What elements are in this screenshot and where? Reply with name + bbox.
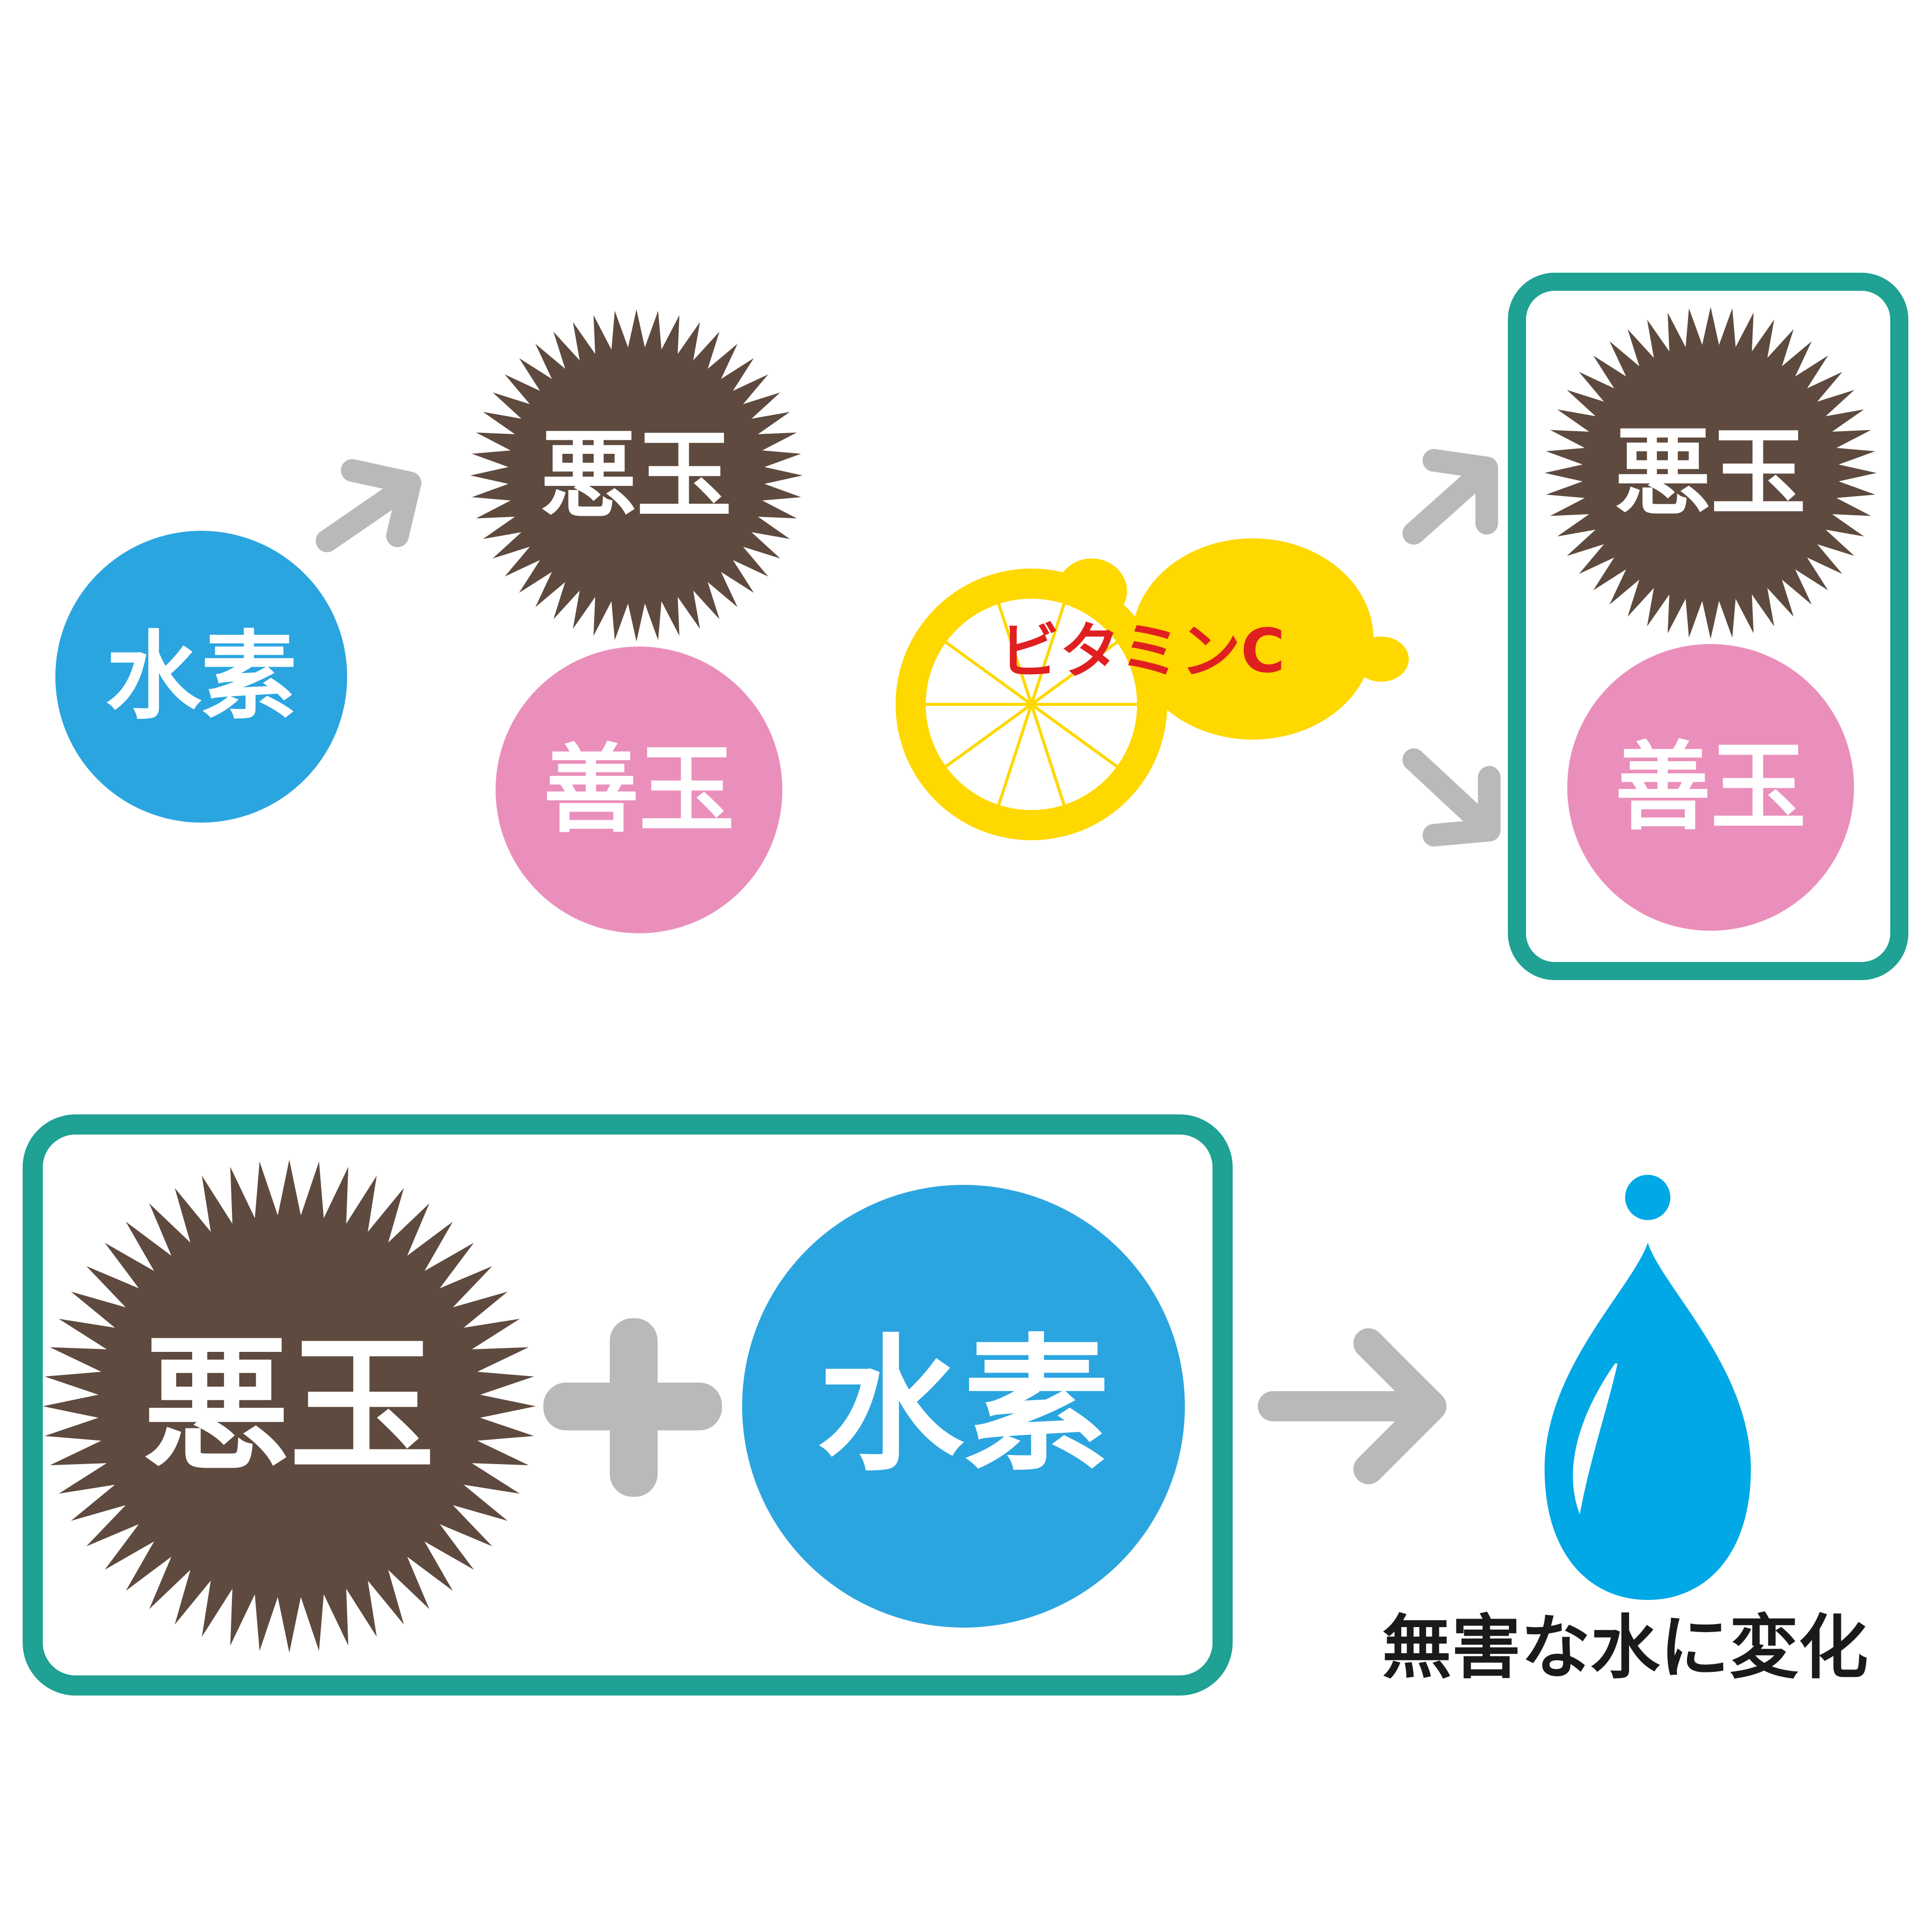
lemon-segment-line <box>945 703 1032 768</box>
arrow-up-right-icon <box>315 459 422 552</box>
arrow-up-right-icon-2 <box>1402 449 1498 545</box>
arrow-down-right-icon <box>1402 748 1501 847</box>
good-circle-top-middle: 善玉 <box>496 647 782 933</box>
plus-icon <box>543 1318 722 1497</box>
reaction-frame-bottom <box>23 1114 1233 1696</box>
harmless-water-label: 無害な水に変化 <box>1382 1607 1868 1688</box>
lemon-segment-line <box>1030 704 1066 806</box>
hydrogen-circle-bottom: 水素 <box>742 1185 1185 1628</box>
bad-label-top-middle: 悪玉 <box>541 420 732 531</box>
bad-spiky-top-right: 悪玉 <box>1545 307 1877 639</box>
lemon-slice-segments <box>926 603 1137 806</box>
lemon-segment-line <box>997 603 1033 705</box>
lemon-segment-line <box>1030 703 1118 768</box>
lemon-icon: ビタミンC <box>896 538 1409 840</box>
good-circle-top-right: 善玉 <box>1567 644 1854 931</box>
hydrogen-label-top: 水素 <box>106 621 297 733</box>
hydrogen-circle-top: 水素 <box>55 531 347 823</box>
hydrogen-label-bottom: 水素 <box>818 1322 1109 1491</box>
vitamin-c-label: ビタミンC <box>999 617 1285 687</box>
bad-spiky-top-middle: 悪玉 <box>470 309 802 641</box>
arrow-right-icon <box>1258 1328 1446 1484</box>
good-label-top-middle: 善玉 <box>543 735 735 846</box>
good-label-top-right: 善玉 <box>1615 732 1806 843</box>
bad-spiky-bottom: 悪玉 <box>43 1160 536 1653</box>
result-frame-top <box>1508 273 1908 980</box>
bad-label-bottom: 悪玉 <box>143 1322 435 1491</box>
lemon-segment-line <box>997 704 1033 806</box>
water-drop-icon <box>1545 1175 1751 1600</box>
lemon-segment-line <box>1030 603 1066 705</box>
lemon-segment-line <box>1030 641 1118 706</box>
lemon-segment-line <box>945 641 1032 706</box>
bad-label-top-right: 悪玉 <box>1615 418 1806 529</box>
